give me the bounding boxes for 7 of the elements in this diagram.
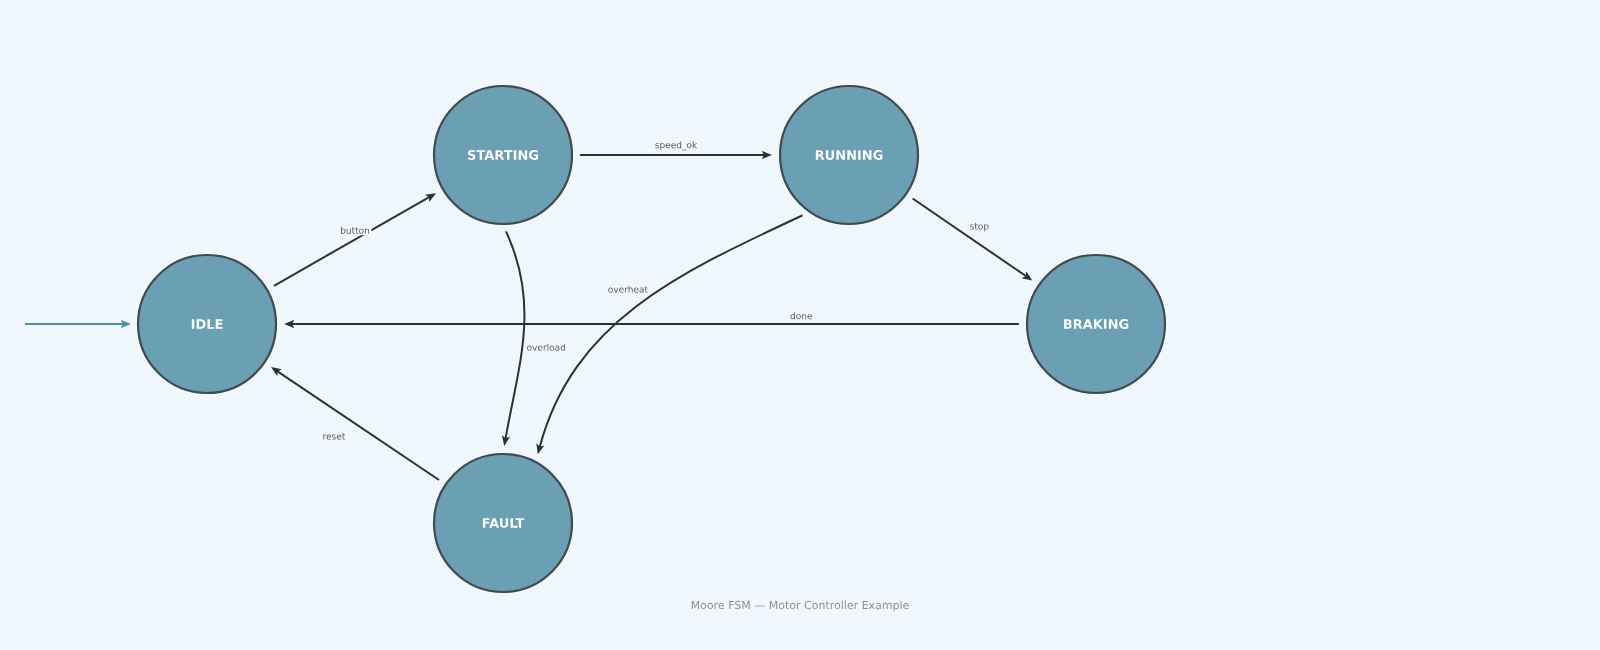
edge-label: overheat (606, 284, 650, 295)
edge-label: stop (968, 221, 991, 233)
edge-label: reset (321, 431, 347, 442)
edge-label: done (788, 310, 814, 321)
edge-label: button (338, 225, 372, 236)
caption: Moore FSM — Motor Controller Example (691, 600, 909, 612)
edge-label: overload (525, 342, 568, 353)
